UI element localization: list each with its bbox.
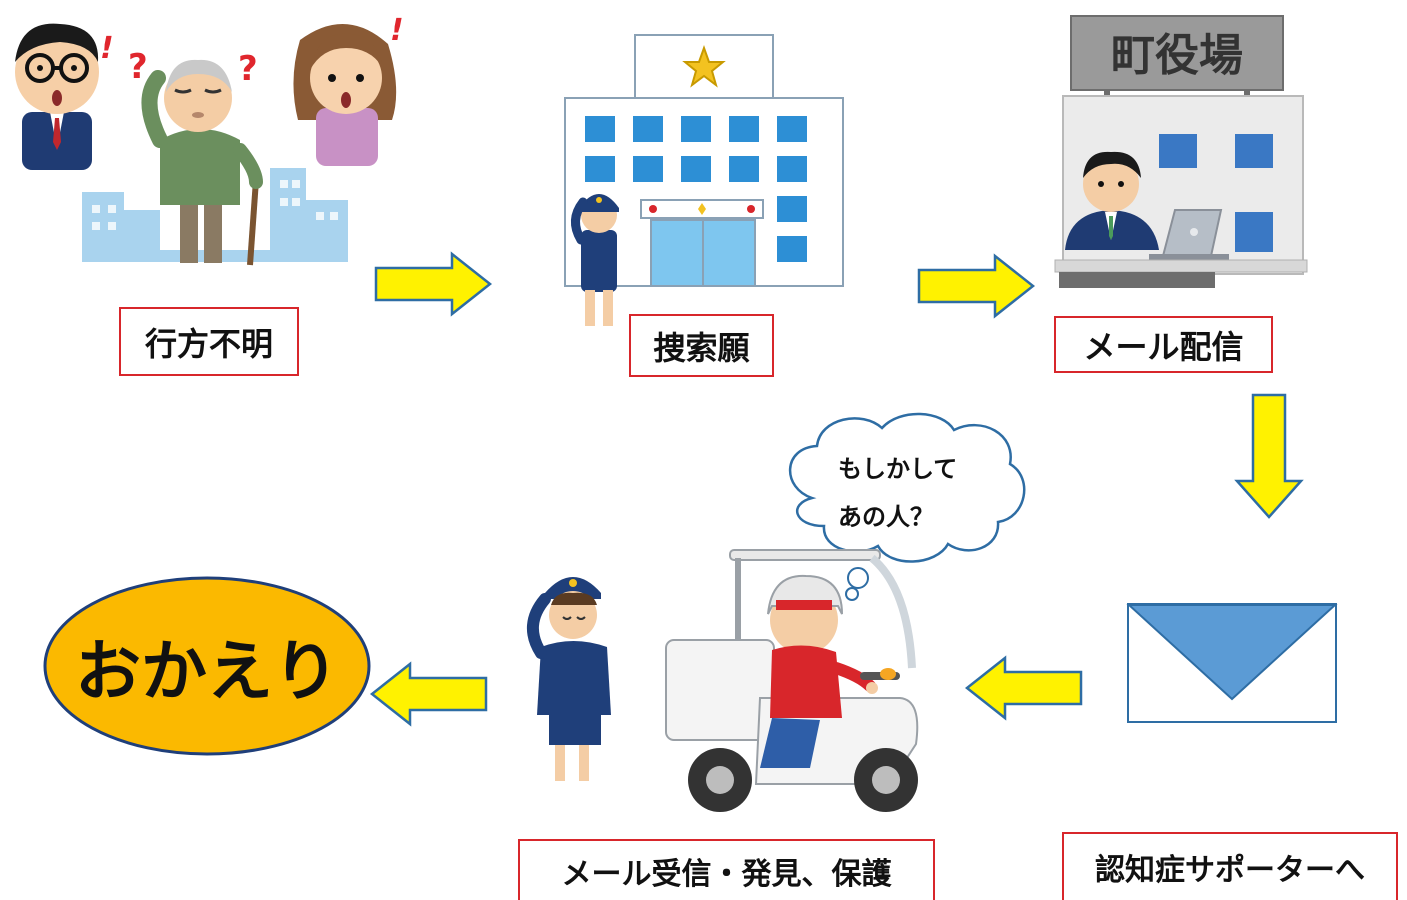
missing-person-illustration: ! ? ? !: [15, 13, 404, 266]
arrow-right-2: [917, 253, 1036, 319]
exclamation-mark: !: [390, 13, 404, 48]
laptop-icon: [1149, 209, 1229, 260]
office-worker: [1065, 151, 1159, 250]
surprised-man: [15, 23, 99, 170]
label-search-request: 捜索願: [629, 314, 774, 377]
okaeri-badge: [43, 576, 371, 756]
label-missing: 行方不明: [119, 307, 299, 376]
label-received-found: メール受信・発見、保護: [518, 839, 935, 900]
arrow-down: [1234, 393, 1304, 519]
surprised-woman: [293, 23, 397, 166]
thought-bubble-line-2: あの人？: [838, 503, 934, 531]
arrow-left-2: [369, 661, 488, 727]
exclamation-mark: !: [100, 31, 114, 66]
arrow-left-1: [964, 655, 1083, 721]
question-mark: ?: [238, 49, 258, 89]
welcome-home-text: おかえり: [75, 633, 339, 710]
police-station-illustration: [564, 34, 844, 326]
question-mark: ?: [128, 47, 148, 87]
label-to-supporters: 認知症サポーターへ: [1062, 832, 1398, 900]
city-skyline: [82, 168, 348, 262]
police-emblem-icon: [682, 45, 726, 88]
thought-bubble-line-1: もしかして: [838, 455, 958, 483]
station-windows: [585, 116, 807, 262]
label-mail-delivery: メール配信: [1054, 316, 1273, 373]
town-hall-illustration: 町役場: [1054, 15, 1308, 288]
arrow-right-1: [374, 251, 493, 317]
delivery-scooter: [665, 549, 919, 812]
envelope-icon: [1126, 603, 1338, 723]
elderly-man: [141, 59, 263, 266]
town-hall-sign: [1070, 15, 1284, 91]
police-officer: [571, 194, 619, 326]
police-officer-saluting: [527, 577, 611, 781]
town-hall-sign-text: 町役場: [1111, 30, 1243, 81]
